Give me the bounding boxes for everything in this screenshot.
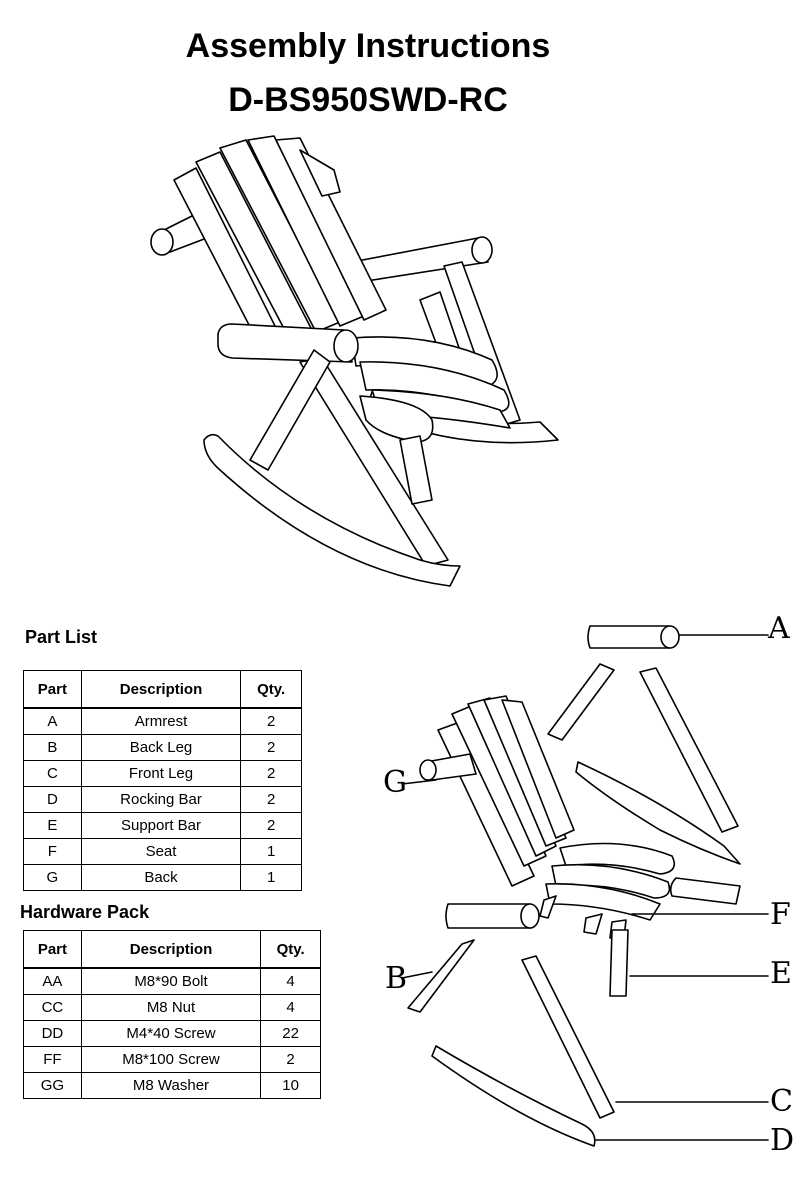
hardware-code: GG	[23, 1072, 82, 1099]
hardware-qty: 4	[260, 967, 321, 995]
hardware-code: AA	[23, 967, 82, 995]
part-code: F	[23, 838, 82, 865]
hardware-code: CC	[23, 994, 82, 1021]
part-description: Front Leg	[80, 760, 242, 787]
part-code: E	[23, 812, 82, 839]
part-qty: 2	[240, 734, 302, 761]
column-header: Description	[80, 670, 242, 709]
hardware-code: DD	[23, 1020, 82, 1047]
hardware-qty: 22	[260, 1020, 321, 1047]
callout-e: E	[770, 956, 792, 991]
callout-d: D	[770, 1123, 795, 1158]
part-qty: 2	[240, 760, 302, 787]
hardware-qty: 10	[260, 1072, 321, 1099]
part-description: Back Leg	[80, 734, 242, 761]
column-header: Part	[23, 670, 82, 709]
document-title: Assembly Instructions	[185, 27, 551, 65]
hardware-qty: 2	[260, 1046, 321, 1073]
part-description: Support Bar	[80, 812, 242, 839]
part-description: Back	[80, 864, 242, 891]
column-header: Part	[23, 930, 82, 969]
hardware-code: FF	[23, 1046, 82, 1073]
part-qty: 1	[240, 838, 302, 865]
column-header: Description	[80, 930, 262, 969]
column-header: Qty.	[240, 670, 302, 709]
part-code: D	[23, 786, 82, 813]
part-qty: 2	[240, 786, 302, 813]
hardware-description: M8 Nut	[80, 994, 262, 1021]
part-description: Seat	[80, 838, 242, 865]
part-description: Rocking Bar	[80, 786, 242, 813]
callout-a: A	[768, 611, 790, 646]
table-header-row: Part Description Qty.	[23, 930, 321, 969]
exploded-parts-drawing	[401, 625, 769, 1147]
part-qty: 1	[240, 864, 302, 891]
callout-b: B	[385, 961, 408, 996]
part-code: G	[23, 864, 82, 891]
part-code: B	[23, 734, 82, 761]
part-code: C	[23, 760, 82, 787]
part-list-heading: Part List	[25, 627, 98, 647]
hardware-qty: 4	[260, 994, 321, 1021]
hardware-pack-heading: Hardware Pack	[20, 902, 150, 922]
part-code: A	[23, 707, 82, 735]
hardware-description: M8 Washer	[80, 1072, 262, 1099]
callout-g: G	[383, 765, 407, 800]
model-number: D-BS950SWD-RC	[228, 81, 508, 119]
table-header-row: Part Description Qty.	[23, 670, 302, 709]
hardware-description: M8*100 Screw	[80, 1046, 262, 1073]
callout-c: C	[770, 1084, 793, 1119]
part-qty: 2	[240, 812, 302, 839]
assembled-chair-drawing	[150, 135, 559, 587]
hardware-description: M8*90 Bolt	[80, 967, 262, 995]
column-header: Qty.	[260, 930, 321, 969]
part-description: Armrest	[80, 707, 242, 735]
hardware-description: M4*40 Screw	[80, 1020, 262, 1047]
part-qty: 2	[240, 707, 302, 735]
callout-f: F	[770, 897, 791, 932]
